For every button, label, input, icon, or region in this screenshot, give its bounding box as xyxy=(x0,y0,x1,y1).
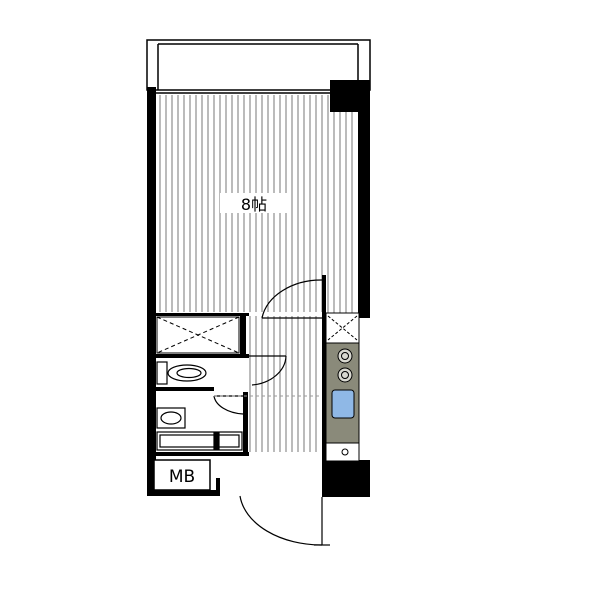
wall-bottom-right-column xyxy=(322,460,370,497)
bathtub-inner xyxy=(159,434,240,448)
bath-door-swing-arc xyxy=(213,395,244,415)
entrance-door xyxy=(239,495,330,546)
washbasin-icon xyxy=(160,411,182,425)
balcony xyxy=(146,39,371,91)
stove-burner-icon-2 xyxy=(337,367,353,383)
closet-box xyxy=(156,316,240,354)
wall-top-right-column xyxy=(330,80,370,112)
bath-door xyxy=(213,395,247,415)
washer-drain-icon xyxy=(341,448,349,456)
wall-kitchen-upper xyxy=(322,275,326,315)
room-door xyxy=(261,279,323,319)
toilet-bowl xyxy=(176,367,202,379)
wall-bath-right xyxy=(243,392,248,456)
wall-closet-right xyxy=(240,313,246,358)
closet xyxy=(156,316,240,354)
stove-burner-icon xyxy=(337,348,353,364)
wall-kitchen-left xyxy=(322,313,326,463)
exterior-walls xyxy=(147,80,370,497)
stove-burner-ring-2 xyxy=(341,371,349,379)
toilet-door-swing-arc xyxy=(251,355,287,386)
toilet-tank xyxy=(156,361,168,385)
interior-walls xyxy=(154,275,326,463)
toilet-door xyxy=(247,355,287,386)
wall-bottom-left xyxy=(147,490,217,496)
wall-closet-bottom xyxy=(154,354,249,358)
meter-box-outline xyxy=(153,459,211,491)
toilet-room xyxy=(156,361,207,385)
sink-icon xyxy=(331,389,355,419)
room-door-swing-arc xyxy=(261,279,323,319)
balcony-outline xyxy=(146,39,371,91)
entrance-door-swing-arc xyxy=(239,495,323,546)
bathroom xyxy=(156,407,243,451)
wall-toilet-bottom xyxy=(154,387,214,391)
room-label-bg xyxy=(220,193,288,213)
wall-entrance-jamb xyxy=(216,478,220,496)
kitchen xyxy=(325,312,360,462)
wall-left xyxy=(147,87,156,495)
fridge-space xyxy=(325,312,360,344)
wall-bath-bottom xyxy=(154,452,249,456)
wall-right xyxy=(358,108,370,318)
fridge-cross-icon-2 xyxy=(327,315,358,341)
wall-closet-top xyxy=(154,313,249,316)
stove-burner-ring xyxy=(341,352,349,360)
bathtub-faucet xyxy=(213,432,220,450)
fridge-cross-icon xyxy=(327,315,358,341)
meter-box: MB xyxy=(153,459,211,491)
meter-box-label: MB xyxy=(169,467,195,487)
room-label: 8帖 xyxy=(241,195,267,214)
closet-cross-icon-2 xyxy=(156,316,240,354)
